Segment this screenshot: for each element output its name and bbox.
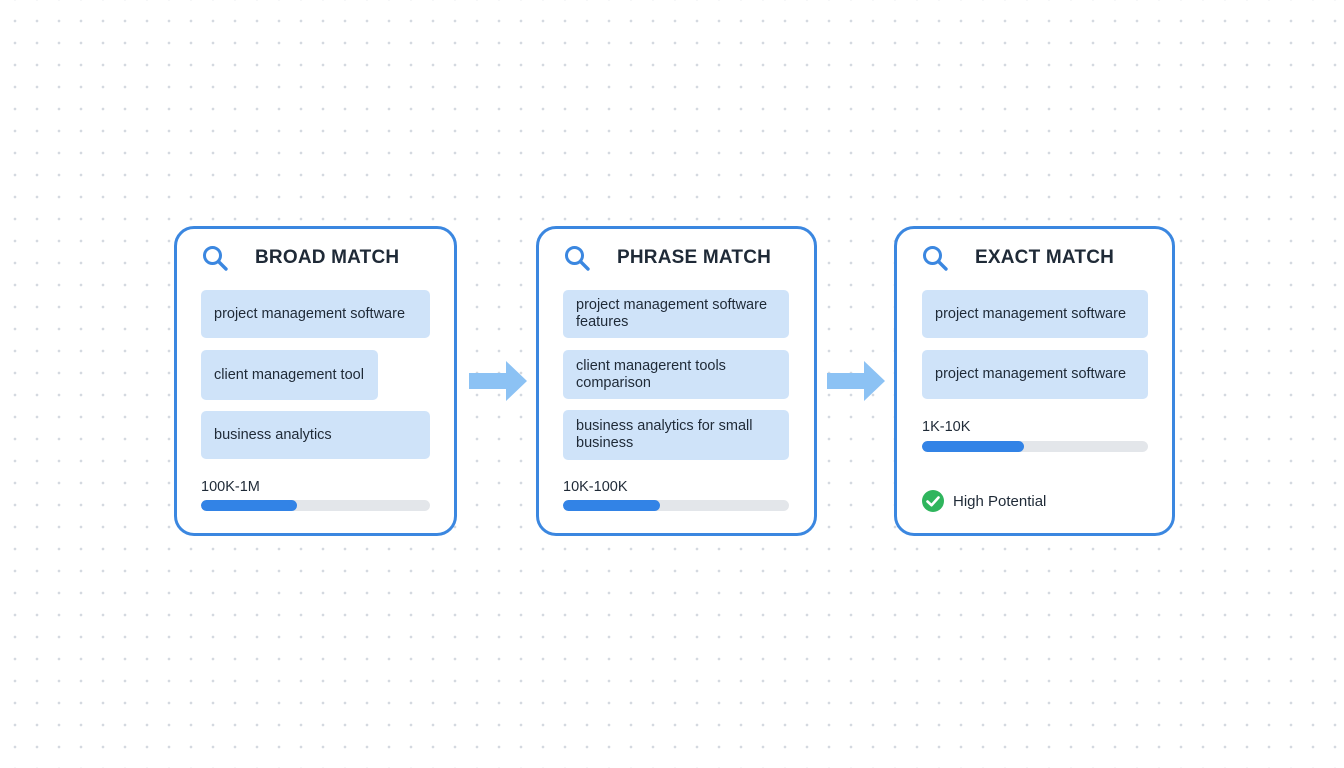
card-header: BROAD MATCH bbox=[201, 243, 444, 273]
search-volume-bar-fill bbox=[201, 500, 298, 511]
search-volume-bar-fill bbox=[922, 441, 1024, 452]
high-potential-badge: High Potential bbox=[921, 489, 1046, 513]
broad-match-card: BROAD MATCH project management software … bbox=[174, 226, 457, 536]
phrase-match-card: PHRASE MATCH project management software… bbox=[536, 226, 817, 536]
card-title: EXACT MATCH bbox=[975, 247, 1115, 268]
keyword-chip: project management software bbox=[922, 290, 1148, 338]
keyword-chip: business analytics for small business bbox=[563, 410, 789, 460]
exact-match-card: EXACT MATCH project management software … bbox=[894, 226, 1175, 536]
search-volume-label: 1K-10K bbox=[922, 419, 971, 435]
search-volume-bar bbox=[922, 441, 1148, 452]
arrow-right-icon bbox=[469, 361, 527, 401]
search-volume-bar-fill bbox=[563, 500, 661, 511]
keyword-chip: client management tool bbox=[201, 350, 378, 400]
keyword-chip: client managerent tools comparison bbox=[563, 350, 789, 399]
search-icon bbox=[923, 246, 948, 271]
search-volume-label: 100K-1M bbox=[201, 479, 260, 495]
search-volume-label: 10K-100K bbox=[563, 479, 628, 495]
search-icon bbox=[203, 246, 228, 271]
card-header: EXACT MATCH bbox=[921, 243, 1162, 273]
keyword-chip: project management software bbox=[201, 290, 430, 338]
card-header: PHRASE MATCH bbox=[563, 243, 804, 273]
card-title: PHRASE MATCH bbox=[617, 247, 772, 268]
status-label: High Potential bbox=[953, 492, 1047, 510]
arrow-right-icon bbox=[827, 361, 885, 401]
keyword-chip: business analytics bbox=[201, 411, 430, 459]
search-icon bbox=[565, 246, 590, 271]
search-volume-bar bbox=[563, 500, 789, 511]
keyword-chip: project management software bbox=[922, 350, 1148, 399]
search-volume-bar bbox=[201, 500, 430, 511]
check-circle-icon bbox=[922, 490, 944, 512]
card-title: BROAD MATCH bbox=[255, 247, 400, 268]
keyword-chip: project management software features bbox=[563, 290, 789, 338]
